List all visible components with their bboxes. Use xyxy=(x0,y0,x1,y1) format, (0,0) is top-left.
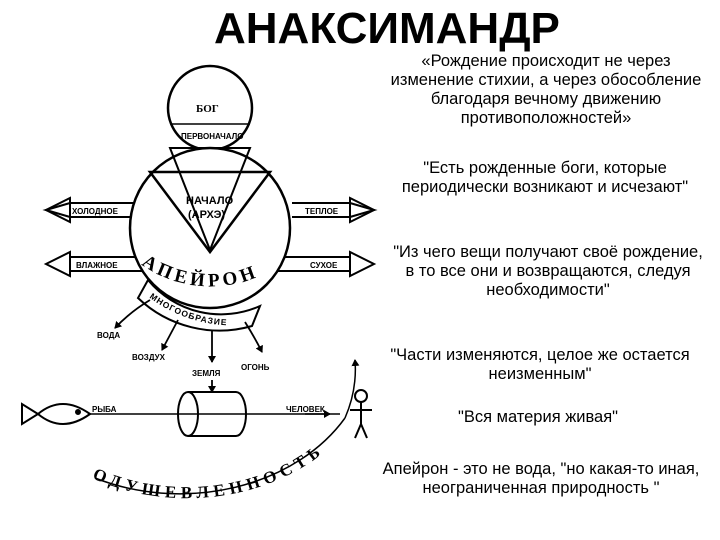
arche-triangle xyxy=(168,147,252,253)
beginning-label: НАЧАЛО xyxy=(186,195,234,207)
air-label: ВОЗДУХ xyxy=(132,353,166,362)
fish-icon xyxy=(21,402,92,426)
quote-birth: «Рождение происходит не через изменение … xyxy=(390,52,702,127)
earth-label: ЗЕМЛЯ xyxy=(192,369,221,378)
quote-parts-whole: "Части изменяются, целое же остается неи… xyxy=(390,346,690,383)
water-label: ВОДА xyxy=(97,331,120,340)
fire-label: ОГОНЬ xyxy=(241,363,270,372)
first-principle-label: ПЕРВОНАЧАЛО xyxy=(181,132,244,141)
quote-living-matter: "Вся материя живая" xyxy=(457,408,619,426)
element-arrows xyxy=(114,299,263,393)
human-icon xyxy=(350,389,372,439)
wet-label: ВЛАЖНОЕ xyxy=(76,261,118,270)
quote-apeiron-nature: Апейрон - это не вода, "но какая-то иная… xyxy=(382,460,700,497)
animation-label: ОДУШЕВЛЕННОСТЬ xyxy=(90,440,327,503)
quote-necessity: "Из чего вещи получают своё рождение, в … xyxy=(393,243,703,299)
fish-label: РЫБА xyxy=(92,405,117,414)
quote-gods: "Есть рожденные боги, которые периодичес… xyxy=(401,159,689,196)
human-label: ЧЕЛОВЕК xyxy=(286,405,325,414)
warm-label: ТЕПЛОЕ xyxy=(305,207,339,216)
cold-label: ХОЛОДНОЕ xyxy=(72,207,119,216)
god-label: БОГ xyxy=(196,103,219,115)
cold-warm-arrow xyxy=(42,196,378,224)
page-title: АНАКСИМАНДР xyxy=(214,4,560,53)
diversity-band xyxy=(136,278,262,332)
wet-dry-arrow xyxy=(43,250,377,278)
arche-label: (АРХЭ) xyxy=(188,209,225,221)
dry-label: СУХОЕ xyxy=(310,261,338,270)
